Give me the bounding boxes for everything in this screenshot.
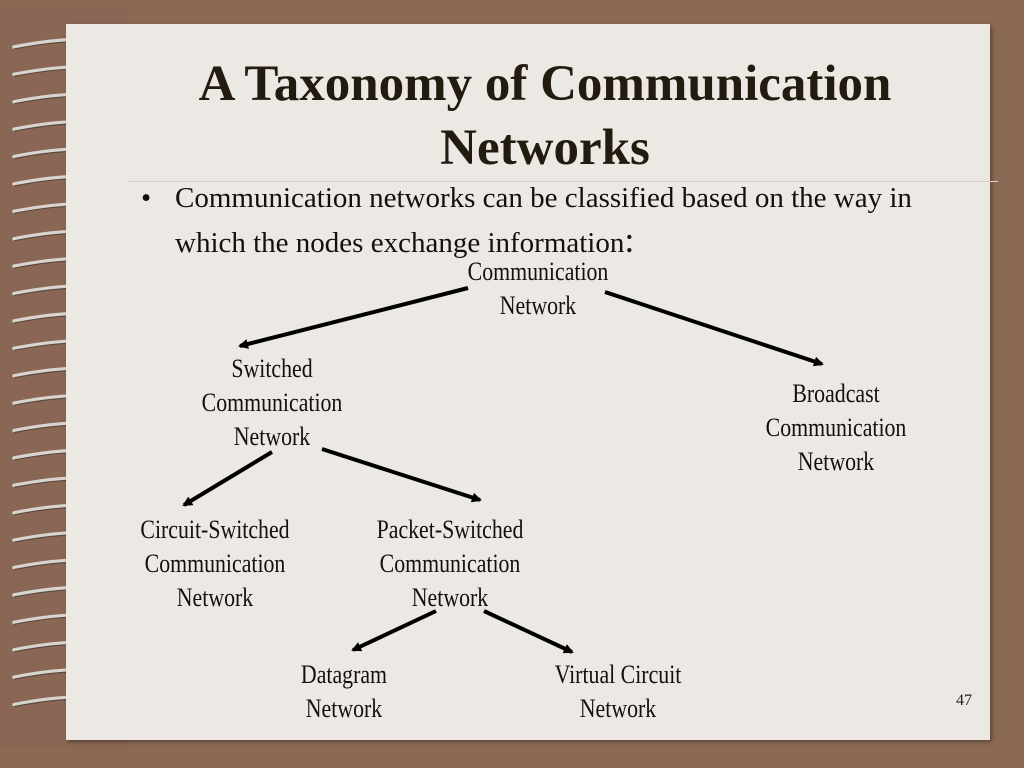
node-label-line: Network	[797, 447, 875, 476]
node-label-line: Datagram	[300, 660, 388, 689]
node-label-line: Circuit-Switched	[140, 515, 290, 544]
node-label-line: Packet-Switched	[376, 515, 524, 544]
arrow-switched-to-packet_switched	[321, 447, 482, 503]
node-label-line: Communication	[379, 549, 521, 578]
node-label-line: Network	[305, 694, 383, 723]
title-divider	[128, 181, 998, 182]
slide-number: 47	[956, 692, 972, 709]
node-label-line: Communication	[201, 388, 343, 417]
node-label-line: Broadcast	[792, 379, 880, 408]
bullet-dot: •	[141, 182, 152, 214]
slide-page	[66, 24, 990, 740]
node-label-line: Network	[176, 583, 254, 612]
slide-title-line-1: A Taxonomy of Communication	[198, 56, 892, 112]
arrow-communication-to-switched	[238, 286, 469, 349]
slide-title-line-2: Networks	[440, 120, 650, 176]
node-label-line: Network	[579, 694, 657, 723]
node-label-line: Communication	[144, 549, 286, 578]
slide-title: A Taxonomy of Communication Networks	[66, 52, 1024, 180]
arrow-packet_switched-to-virtual_circuit	[483, 609, 574, 654]
arrow-packet_switched-to-datagram	[351, 609, 437, 652]
node-label-line: Switched	[231, 354, 313, 383]
node-label-line: Network	[499, 291, 577, 320]
node-label-line: Virtual Circuit	[554, 660, 682, 689]
arrow-communication-to-broadcast	[604, 290, 824, 367]
node-label-line: Communication	[467, 257, 609, 286]
node-label-line: Network	[411, 583, 489, 612]
node-label-line: Communication	[765, 413, 907, 442]
bullet-text-body: Communication networks can be classified…	[175, 182, 912, 259]
bullet-colon: :	[624, 220, 635, 260]
node-label-line: Network	[233, 422, 311, 451]
arrow-switched-to-circuit_switched	[182, 450, 274, 507]
bullet-text: Communication networks can be classified…	[175, 177, 971, 264]
